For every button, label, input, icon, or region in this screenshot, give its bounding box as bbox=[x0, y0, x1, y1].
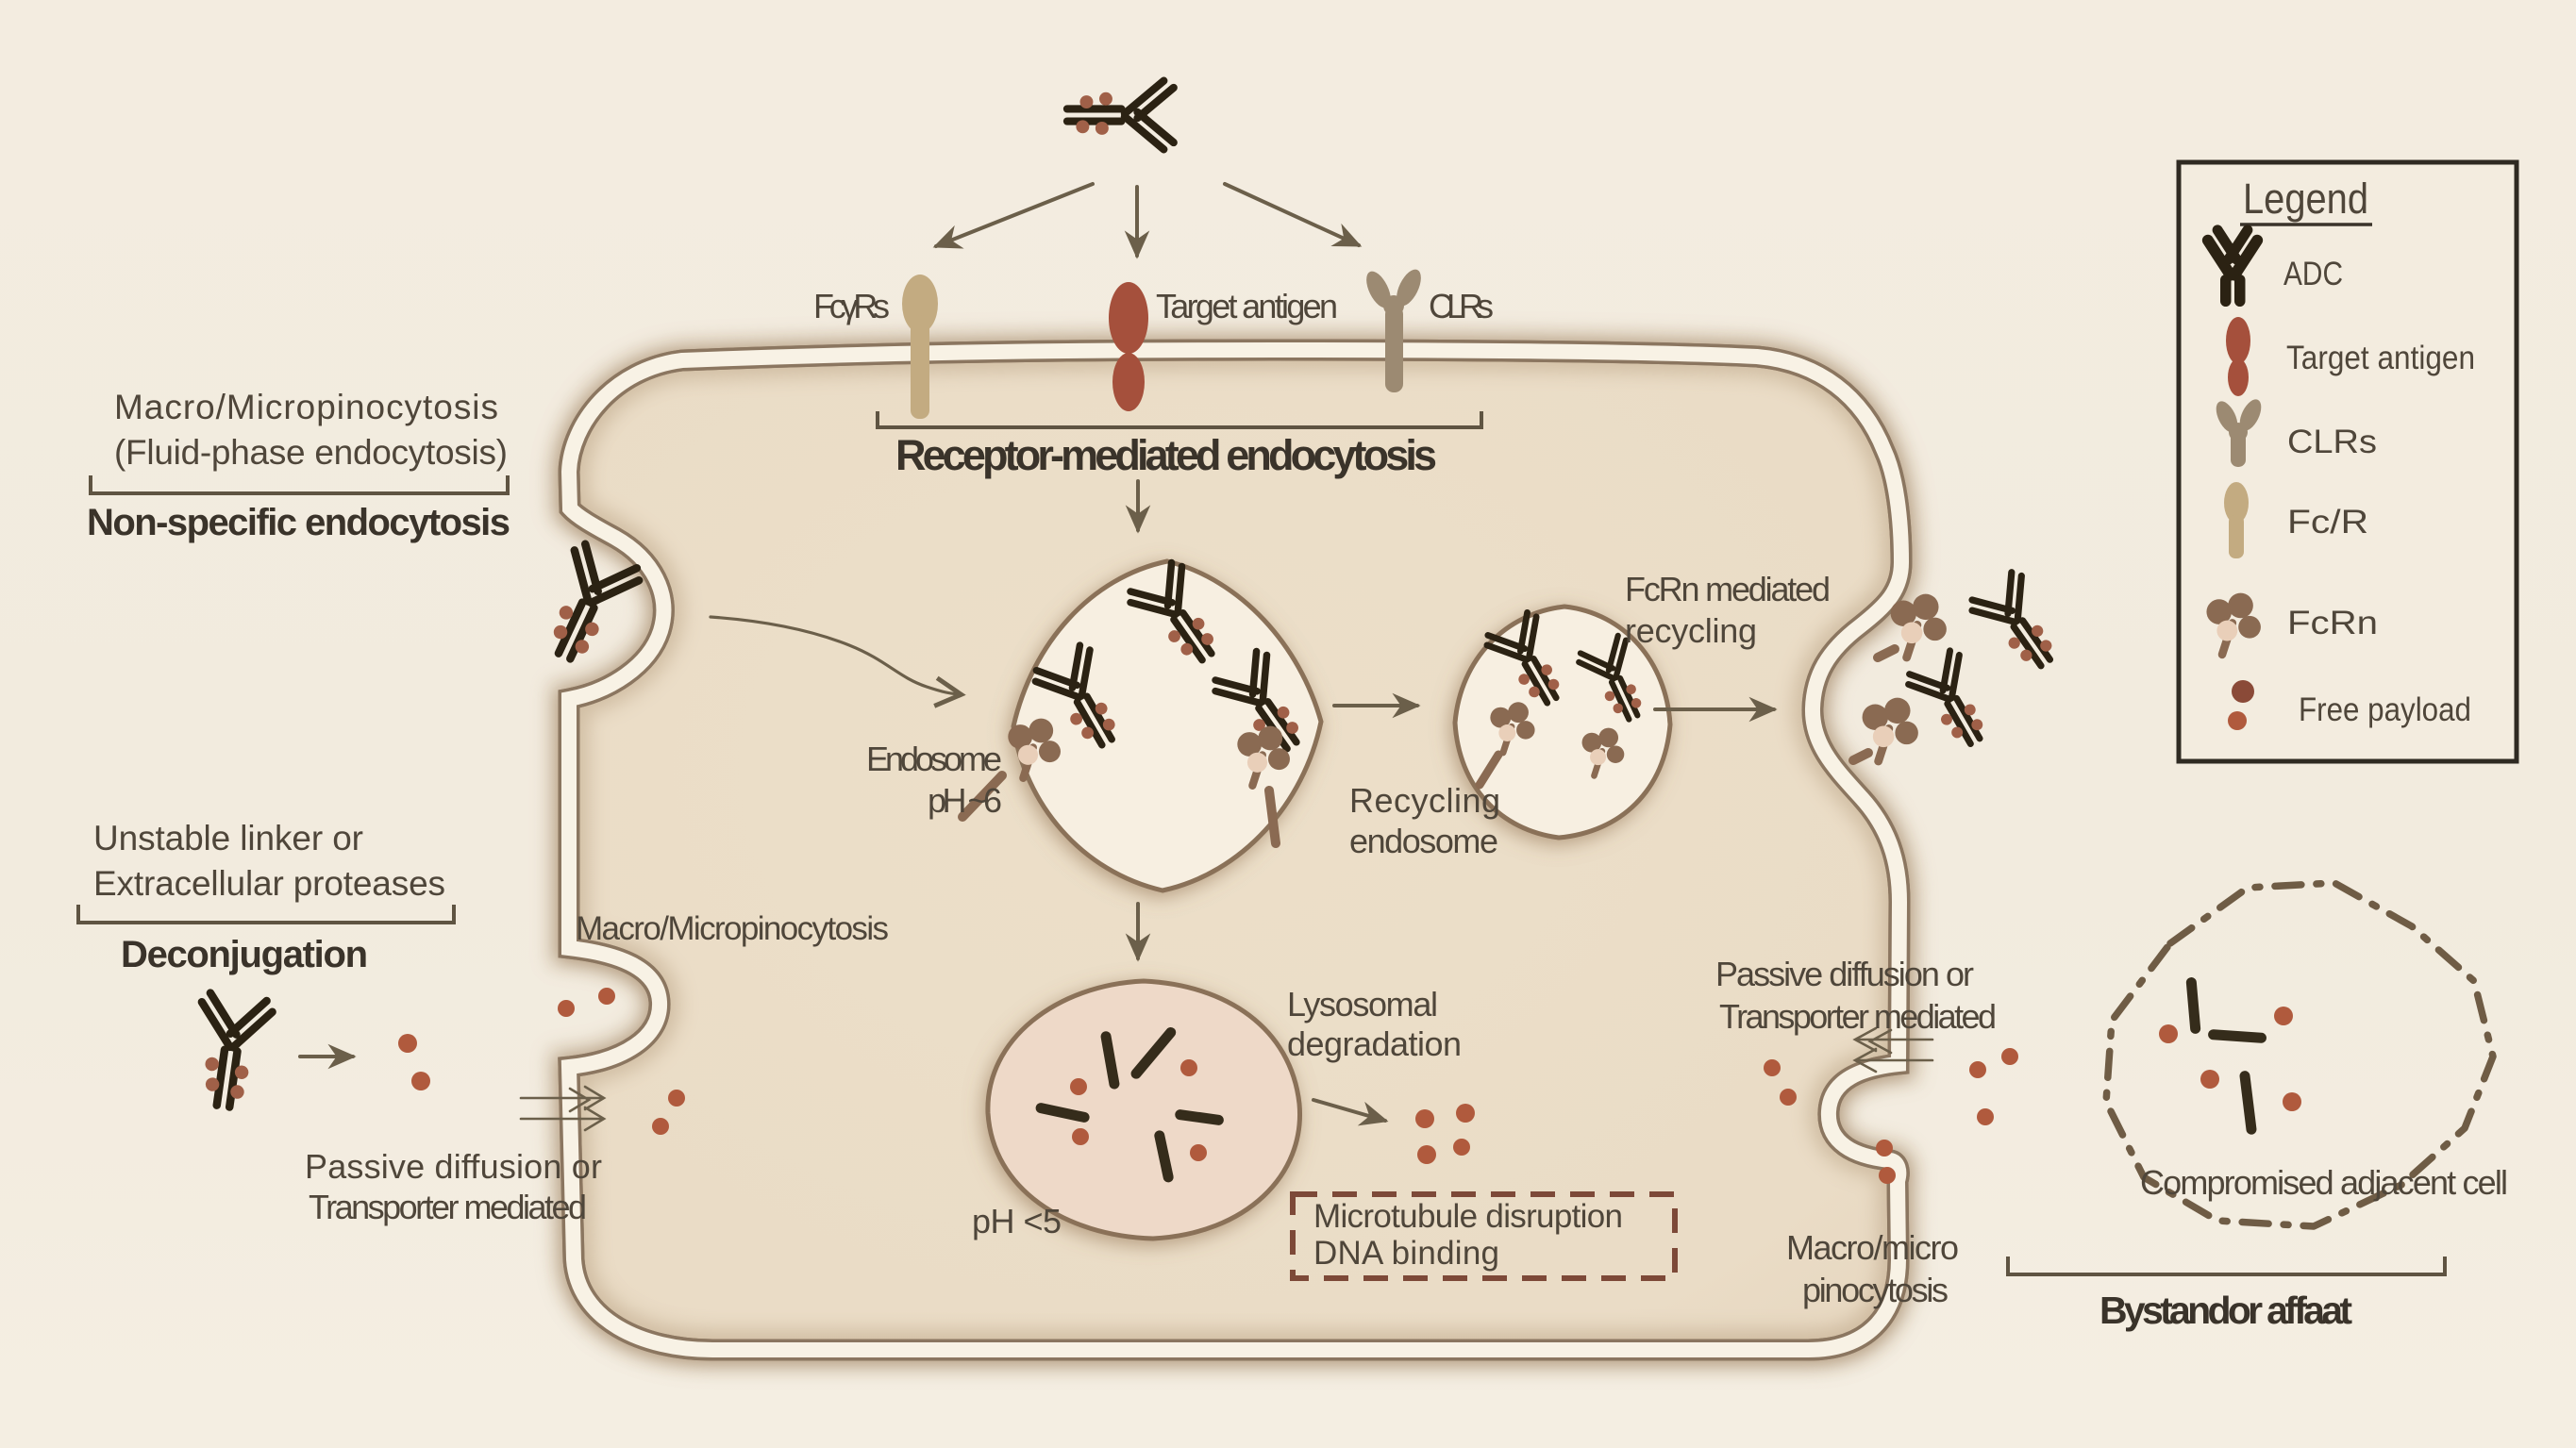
svg-text:degradation: degradation bbox=[1287, 1024, 1462, 1063]
svg-text:(Fluid-phase endocytosis): (Fluid-phase endocytosis) bbox=[114, 433, 508, 472]
svg-text:Fc/R: Fc/R bbox=[2287, 504, 2368, 541]
svg-text:pH ~6: pH ~6 bbox=[928, 781, 1002, 820]
svg-text:Macro/micro: Macro/micro bbox=[1786, 1228, 1959, 1267]
svg-text:Bystandor affaat: Bystandor affaat bbox=[2099, 1289, 2352, 1332]
svg-text:CLRs: CLRs bbox=[1429, 287, 1494, 325]
svg-text:Receptor-mediated endocytosis: Receptor-mediated endocytosis bbox=[895, 431, 1437, 479]
svg-text:Unstable linker or: Unstable linker or bbox=[93, 819, 363, 857]
svg-text:CLRs: CLRs bbox=[2287, 424, 2377, 460]
svg-text:Recycling: Recycling bbox=[1349, 781, 1500, 820]
svg-text:Passive diffusion or: Passive diffusion or bbox=[305, 1147, 602, 1186]
svg-text:Lysosomal: Lysosomal bbox=[1287, 985, 1438, 1024]
svg-text:Target antigen: Target antigen bbox=[1156, 287, 1338, 325]
svg-text:Transporter mediated: Transporter mediated bbox=[1719, 997, 1997, 1036]
svg-text:Deconjugation: Deconjugation bbox=[121, 934, 368, 975]
svg-text:DNA binding: DNA binding bbox=[1313, 1235, 1499, 1272]
svg-text:Microtubule disruption: Microtubule disruption bbox=[1313, 1198, 1623, 1235]
svg-text:recycling: recycling bbox=[1625, 611, 1757, 650]
svg-text:pH <5: pH <5 bbox=[972, 1202, 1062, 1240]
svg-text:FcγRs: FcγRs bbox=[813, 287, 890, 325]
svg-text:Free payload: Free payload bbox=[2299, 691, 2471, 728]
svg-text:Legend: Legend bbox=[2243, 175, 2368, 223]
svg-text:endosome: endosome bbox=[1349, 822, 1498, 860]
svg-text:Macro/Micropinocytosis: Macro/Micropinocytosis bbox=[114, 388, 498, 426]
svg-text:FcRn mediated: FcRn mediated bbox=[1625, 570, 1831, 608]
svg-text:ADC: ADC bbox=[2283, 256, 2343, 292]
svg-text:Non-specific endocytosis: Non-specific endocytosis bbox=[87, 502, 510, 543]
svg-text:pinocytosis: pinocytosis bbox=[1802, 1271, 1949, 1309]
svg-text:Transporter mediated: Transporter mediated bbox=[309, 1188, 587, 1226]
svg-text:Target antigen: Target antigen bbox=[2286, 340, 2475, 376]
svg-text:Endosome: Endosome bbox=[866, 740, 1002, 778]
svg-text:Compromised adjacent cell: Compromised adjacent cell bbox=[2140, 1163, 2508, 1202]
svg-text:Macro/Micropinocytosis: Macro/Micropinocytosis bbox=[576, 910, 889, 947]
svg-text:FcRn: FcRn bbox=[2287, 605, 2378, 641]
svg-text:Extracellular proteases: Extracellular proteases bbox=[93, 864, 445, 903]
svg-text:Passive diffusion or: Passive diffusion or bbox=[1715, 955, 1974, 993]
